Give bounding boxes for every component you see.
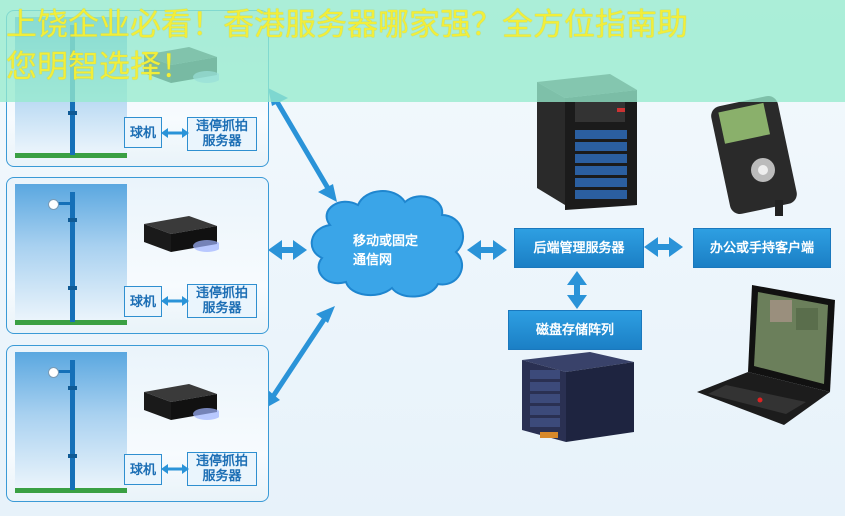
handheld-client-image [711,95,797,216]
network-cloud [310,190,465,298]
arrow-network-backend [467,240,507,260]
camera-pole [70,360,75,490]
network-label: 移动或固定 通信网 [353,234,419,268]
capture-site-3: 球机 违停抓拍 服务器 [6,345,269,502]
storage-box: 磁盘存储阵列 [508,310,642,350]
laptop-client-image [697,285,835,425]
arrow-backend-storage [567,271,587,309]
title-line-1: 上饶企业必看！香港服务器哪家强？全方位指南助 [6,7,688,43]
dome-camera-label: 球机 [124,286,162,317]
client-box: 办公或手持客户端 [693,228,831,268]
arrow-site3-network [262,306,335,410]
small-arrow [161,464,189,474]
title-banner: 上饶企业必看！香港服务器哪家强？全方位指南助 您明智选择！ [0,0,845,102]
capture-server-label: 违停抓拍 服务器 [187,452,257,486]
dome-camera-label: 球机 [124,117,162,148]
capture-site-2: 球机 违停抓拍 服务器 [6,177,269,334]
pole-sign [87,478,117,486]
camera-pole [70,192,75,322]
capture-server-label: 违停抓拍 服务器 [187,284,257,318]
pole-sign [87,143,117,151]
capture-server-label: 违停抓拍 服务器 [187,117,257,151]
dome-camera-label: 球机 [124,454,162,485]
dome-camera-icon [48,367,59,378]
arrow-site1-network [268,88,337,202]
small-arrow [161,128,189,138]
arrow-site2-network [268,240,307,260]
dome-camera-icon [48,199,59,210]
small-arrow [161,296,189,306]
arrow-backend-client [644,237,683,257]
backend-server-box: 后端管理服务器 [514,228,644,268]
mini-server-image [144,384,219,420]
title-line-2: 您明智选择！ [6,49,192,85]
storage-array-image [522,352,634,442]
mini-server-image [144,216,219,252]
pole-sign [87,310,117,318]
